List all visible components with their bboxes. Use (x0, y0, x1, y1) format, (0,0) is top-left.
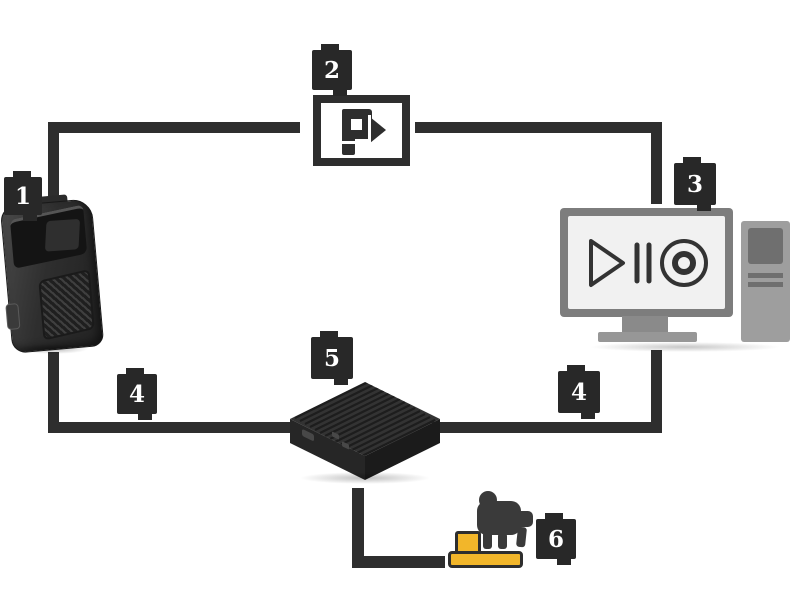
play-icon (588, 238, 625, 287)
connection-line-1-to-2-vertical (48, 122, 59, 202)
hand-with-rfid-tag-icon (477, 491, 533, 549)
system-controller-icon (290, 382, 440, 480)
marker-5: 5 (311, 331, 353, 385)
connection-line-2-to-3-horizontal (415, 122, 662, 133)
camera-side-button (5, 303, 21, 331)
tower-vent-line (748, 273, 783, 278)
connection-line-1-to-2-horizontal (48, 122, 300, 133)
body-worn-camera-icon (0, 194, 105, 354)
marker-4-left: 4 (117, 368, 157, 420)
monitor-stand-base (598, 332, 697, 342)
marker-1: 1 (4, 171, 42, 221)
camera-speaker-grille (38, 269, 95, 341)
tower-drive-panel (748, 228, 783, 264)
desktop-tower (741, 221, 790, 342)
workstation-monitor (560, 208, 733, 317)
workstation-shadow (590, 342, 780, 352)
marker-6: 6 (536, 513, 576, 565)
connection-line-1-to-5-vertical (48, 352, 59, 433)
connection-line-3-to-5-horizontal (432, 422, 662, 433)
rfid-reader-base (448, 551, 523, 568)
connection-line-2-to-3-vertical (651, 122, 662, 204)
connection-line-1-to-5-horizontal (48, 422, 290, 433)
marker-4-right: 4 (558, 365, 600, 419)
camera-shadow (18, 344, 88, 354)
monitor-stand-neck (622, 316, 668, 334)
camera-lens (44, 218, 81, 252)
marker-3: 3 (674, 157, 716, 211)
connection-line-3-to-5-vertical (651, 350, 662, 433)
connectivity-icon (342, 109, 386, 155)
marker-2: 2 (312, 44, 352, 96)
media-icons (588, 238, 708, 287)
connection-line-5-to-6-horizontal (352, 556, 445, 568)
connection-line-5-to-6-vertical (352, 488, 364, 568)
record-icon (659, 238, 708, 287)
connectivity-box (313, 95, 410, 166)
controller-shadow (300, 472, 430, 484)
tower-vent-line (748, 282, 783, 287)
monitor-screen (568, 216, 725, 309)
